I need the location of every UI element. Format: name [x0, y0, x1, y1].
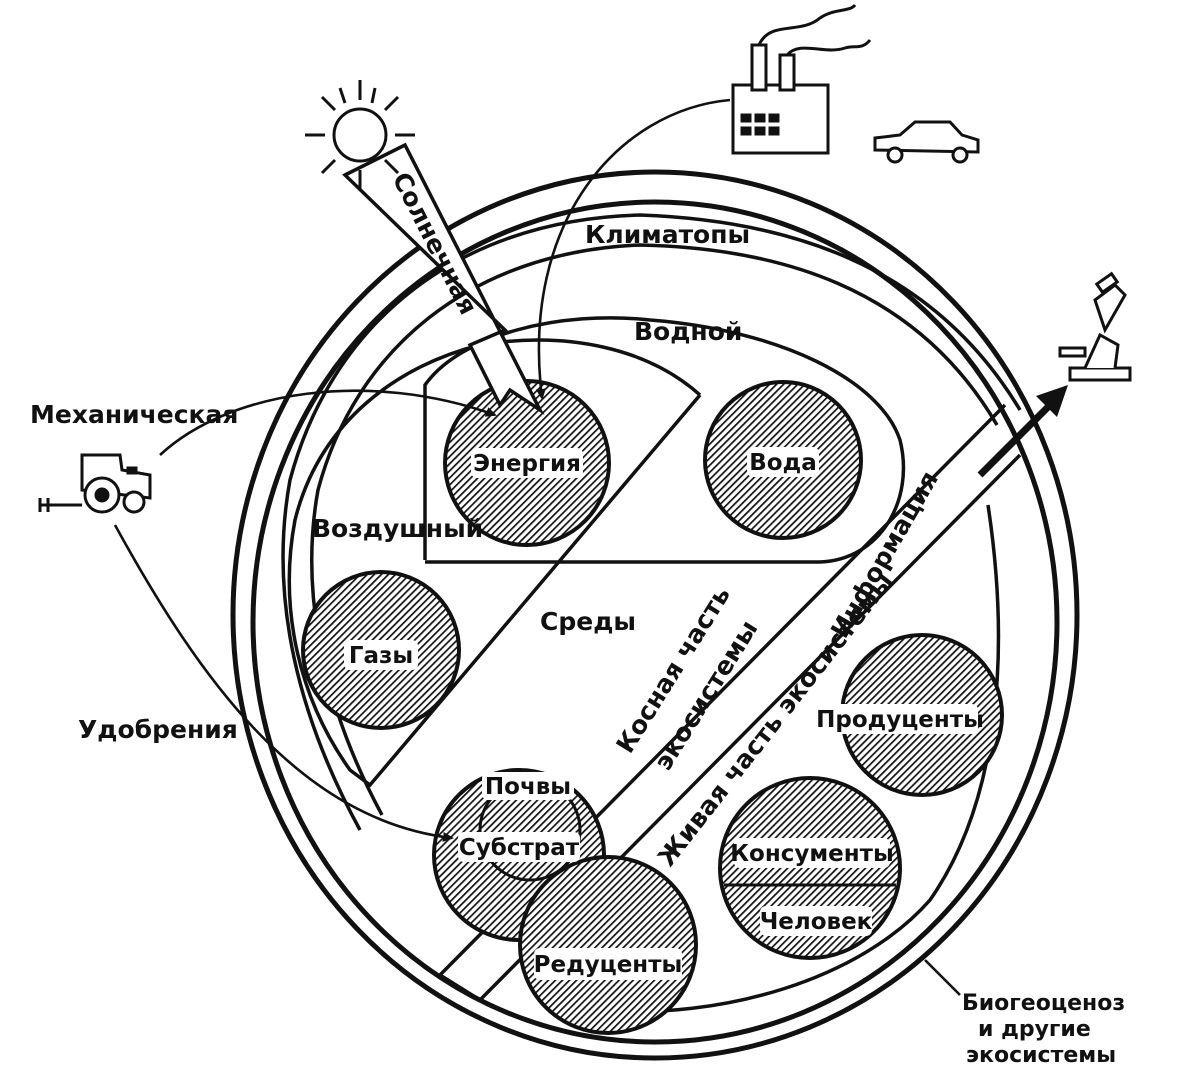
solar-beam — [342, 142, 545, 416]
mechanical-label: Механическая — [30, 400, 238, 429]
industry-arrow — [535, 98, 731, 400]
substrate-plate — [458, 832, 580, 862]
water-plate — [747, 447, 819, 477]
environments-label: Среды — [540, 607, 636, 636]
living-part-boundary — [599, 504, 1001, 1014]
gases-plate — [344, 640, 418, 670]
energy-label: Энергия — [473, 451, 581, 477]
soils-label: Почвы — [485, 774, 571, 800]
car-icon — [873, 120, 980, 164]
water-label: Вода — [749, 450, 816, 476]
biogeocenosis-inner-ring — [250, 199, 1060, 1045]
soils-plate — [482, 772, 574, 800]
reducers-plate — [534, 948, 682, 980]
gases-label: Газы — [349, 643, 413, 669]
reducers-node — [518, 855, 698, 1035]
microscope-icon — [1058, 271, 1132, 382]
ecosystem-divider-end — [439, 973, 481, 1002]
sun-icon — [305, 80, 415, 190]
biogeocenosis-outer-ring — [230, 169, 1080, 1061]
reducers-label: Редуценты — [534, 952, 683, 978]
air-environment-boundary — [287, 343, 702, 788]
biogeocenosis-label-line1: Биогеоценоз — [962, 991, 1125, 1016]
consumers-plate — [734, 838, 890, 868]
energy-plate — [471, 448, 583, 478]
human-label: Человек — [760, 909, 873, 935]
water-environment-label: Водной — [634, 317, 742, 346]
tractor-icon — [38, 453, 152, 514]
fertilizers-arrow — [113, 524, 454, 842]
human-plate — [760, 906, 872, 936]
producers-plate — [822, 704, 978, 734]
information-arrow — [977, 397, 1058, 478]
climatope-boundary — [281, 213, 1022, 831]
mechanical-arrow — [159, 389, 497, 456]
biogeocenosis-label-line2: и другие — [978, 1017, 1091, 1042]
information-arrowhead — [1036, 385, 1068, 417]
biogeocenosis-label-line3: экосистемы — [966, 1043, 1116, 1068]
consumers-label: Консументы — [730, 841, 894, 867]
air-environment-label: Воздушный — [312, 514, 483, 543]
factory-icon — [731, 3, 872, 155]
air-environment-arc — [479, 338, 702, 397]
fertilizers-label: Удобрения — [78, 715, 238, 744]
climatopes-label: Климатопы — [585, 220, 750, 249]
substrate-label: Субстрат — [459, 835, 580, 861]
producers-label: Продуценты — [816, 707, 984, 733]
biogeocenosis-leader — [924, 959, 961, 996]
